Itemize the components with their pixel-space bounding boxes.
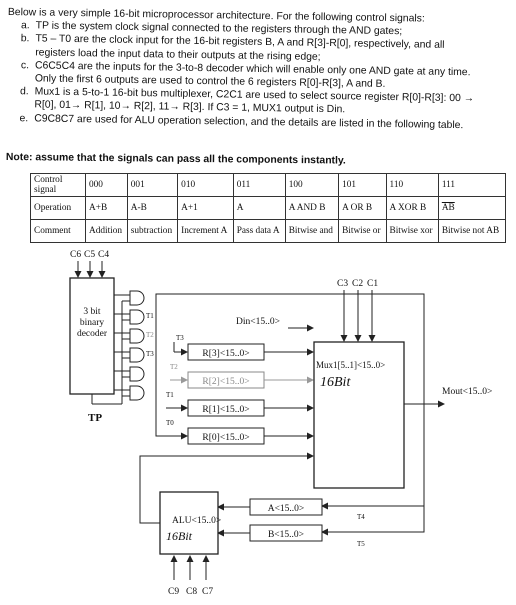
register-label: R[3]<15..0> [202,349,249,359]
table-cell: A [232,196,286,220]
din-label: Din<15..0> [236,317,280,327]
register-group: R[3]<15..0> R[2]<15..0> R[1]<15..0> R[0]… [162,334,314,445]
table-cell: A XOR B [385,196,439,220]
table-row-operation: Operation A+B A-B A+1 A A AND B A OR B A… [30,196,507,220]
table-cell: Bitwise xor [385,219,439,243]
table-cell: Increment A [177,219,234,243]
and-gate [129,290,145,306]
decoder-input-label: C5 [84,250,95,260]
table-cell: Pass data A [232,219,286,243]
gate-tap-label: T1 [146,312,154,320]
register-clock-label: T1 [166,391,174,399]
alu-selects: C9 C8 C7 [168,555,213,597]
register-label: R[1]<15..0> [202,405,249,415]
table-row-comment: Comment Addition subtraction Increment A… [30,219,507,243]
mux-select-label: C1 [367,279,378,289]
register-clock-label: T0 [166,419,174,427]
note: Note: assume that the signals can pass a… [5,152,346,167]
alu-output-wire [139,452,314,524]
mux-handwritten-note: 16Bit [320,375,351,390]
row-header: Comment [30,219,86,243]
decoder-input-label: C6 [70,250,81,260]
architecture-diagram: C6 C5 C4 3 bit binary decoder TP [69,250,492,597]
alu-operation-table: Control signal 000 001 010 011 100 101 1… [30,173,507,243]
table-cell: Bitwise not AB [437,219,507,243]
gate-tap-label: T3 [146,350,154,358]
table-cell: Addition [85,219,128,243]
register-b-label: B<15..0> [268,530,304,540]
decoder-inputs: C6 C5 C4 [70,250,109,278]
decoder-input-label: C4 [98,250,109,260]
table-cell: 100 [284,173,340,197]
table-cell: 011 [232,173,286,197]
table-cell: A AND B [284,196,340,220]
table-cell: 010 [177,173,234,197]
table-cell: Bitwise and [284,219,340,243]
register-clock-label: T2 [170,363,178,371]
decoder-box [69,277,115,395]
register-a-clock: T4 [357,513,365,521]
alu-box [159,491,219,555]
alu-select-label: C7 [202,587,213,597]
and-gate [129,385,145,401]
register-b-clock: T5 [357,540,365,548]
alu-select-label: C9 [168,587,179,597]
table-cell: A-B [126,196,179,220]
gate-tap-label: T2 [146,331,154,339]
and-gates [91,290,145,405]
table-cell: A OR B [338,196,387,220]
alu-label: ALU<15..0> [172,516,221,526]
table-cell: 101 [338,173,387,197]
register-label: R[2]<15..0> [202,377,249,387]
mux-selects: C3 C2 C1 [337,279,378,342]
mux-select-label: C2 [352,279,363,289]
bus-wires [155,293,425,536]
mux-box [313,341,405,489]
table-row-control: Control signal 000 001 010 011 100 101 1… [30,173,507,197]
row-header: Control signal [30,173,86,197]
register-clock-label: T3 [176,334,184,342]
and-gate [129,347,145,363]
register-label: R[0]<15..0> [202,433,249,443]
and-gate [129,328,145,344]
table-cell: subtraction [126,219,179,243]
intro-text: Below is a very simple 16-bit microproce… [6,6,513,133]
mux-select-label: C3 [337,279,348,289]
register-a-label: A<15..0> [268,504,305,514]
alu-select-label: C8 [186,587,197,597]
table-cell: 000 [85,173,128,197]
tp-label: TP [88,412,102,424]
table-cell: 001 [126,173,179,197]
table-cell: AB [437,196,507,220]
mout-label: Mout<15..0> [442,387,492,397]
table-cell: 110 [385,173,439,197]
mux-label: Mux1[5..1]<15..0> [316,360,385,370]
and-gate [129,366,145,382]
decoder-label-line: 3 bit [83,307,101,317]
decoder-label-line: binary [80,318,105,328]
decoder-label-line: decoder [77,329,108,339]
and-gate [129,309,145,325]
alu-handwritten-note: 16Bit [166,529,193,543]
table-cell: A+1 [177,196,234,220]
table-cell: Bitwise or [338,219,387,243]
row-header: Operation [30,196,86,220]
table-cell: 111 [437,173,507,197]
table-cell: A+B [85,196,128,220]
